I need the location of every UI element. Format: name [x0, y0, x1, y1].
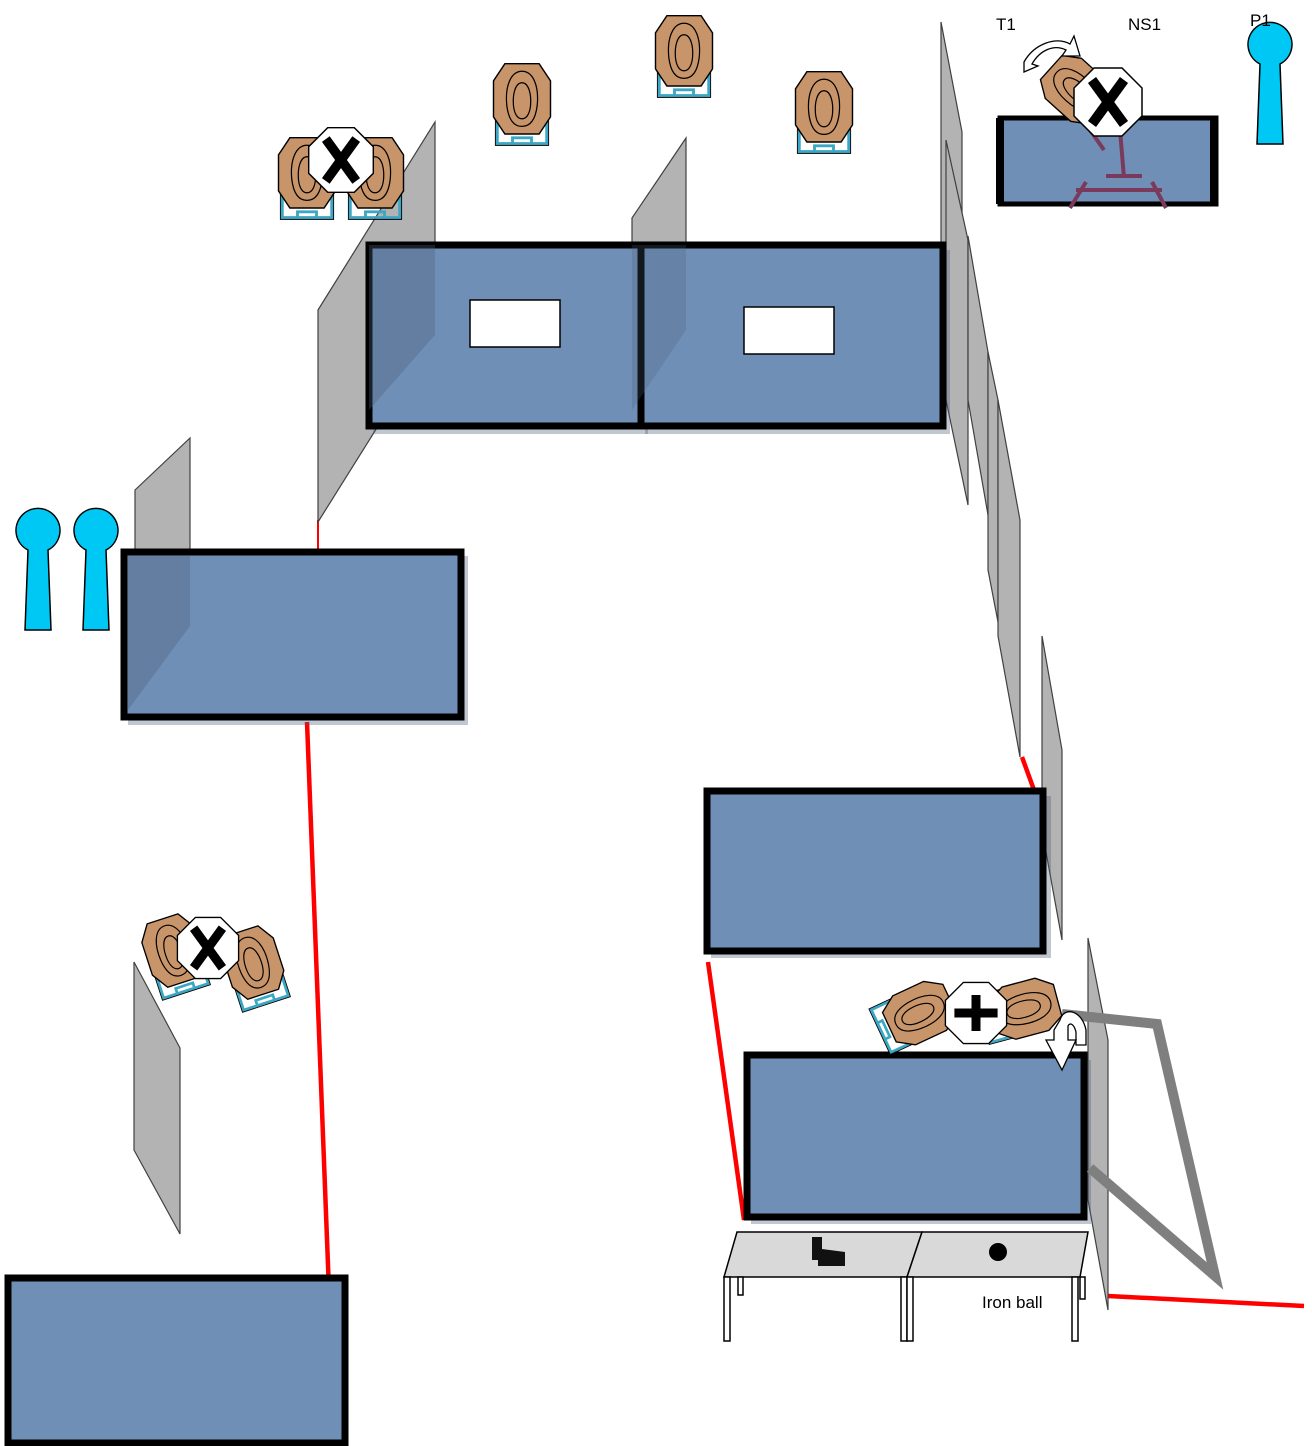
wall-right-7 — [1087, 937, 1109, 1311]
popper-icon — [1247, 21, 1293, 145]
no-shoot-icon — [309, 128, 374, 193]
barricade-left — [120, 548, 465, 721]
barricade-bottom-left — [4, 1274, 349, 1446]
mover-panel-edge — [996, 118, 1004, 204]
table-left — [723, 1231, 924, 1342]
no-shoot-icon — [177, 917, 238, 978]
barricade-lower-right — [743, 1051, 1088, 1221]
mover-leg — [1150, 181, 1168, 209]
fault-line-bottom-right — [1107, 1293, 1305, 1309]
mover-arm — [1118, 129, 1126, 179]
port-upper-left — [469, 299, 561, 348]
port-upper-right — [743, 306, 835, 355]
rotate-arrow-icon — [1044, 1011, 1087, 1072]
mover-panel-edge — [1210, 118, 1218, 204]
iron-ball-icon — [989, 1243, 1007, 1261]
label-p1: P1 — [1250, 11, 1271, 30]
no-shoot-icon — [944, 981, 1008, 1045]
popper-icon — [73, 507, 119, 631]
label-ns1: NS1 — [1128, 15, 1161, 34]
wall-overlay — [369, 245, 435, 410]
no-shoot-icon — [1074, 68, 1142, 136]
wall-right-5 — [997, 399, 1021, 758]
paper-target-icon — [796, 72, 853, 154]
wall-right-3 — [967, 235, 989, 516]
wall-lower-left-diagonal — [133, 961, 181, 1235]
wall-overlay — [128, 556, 190, 710]
fault-line-mid-right — [705, 961, 747, 1221]
fault-line-corner — [1019, 756, 1037, 791]
paper-target-icon — [494, 64, 551, 146]
label-t1: T1 — [996, 15, 1016, 34]
wall-right-6 — [1041, 635, 1063, 941]
pistol-icon — [812, 1237, 845, 1266]
mover-leg — [1068, 180, 1088, 210]
wall-overlay — [632, 245, 686, 410]
label-iron-ball: Iron ball — [982, 1293, 1042, 1312]
wall-right-4 — [987, 351, 999, 623]
barricade-mid-right — [703, 787, 1047, 955]
popper-icon — [15, 507, 61, 631]
paper-target-icon — [656, 16, 713, 98]
grey-frame — [1061, 1009, 1224, 1290]
rotate-arrow-icon — [1023, 34, 1081, 73]
